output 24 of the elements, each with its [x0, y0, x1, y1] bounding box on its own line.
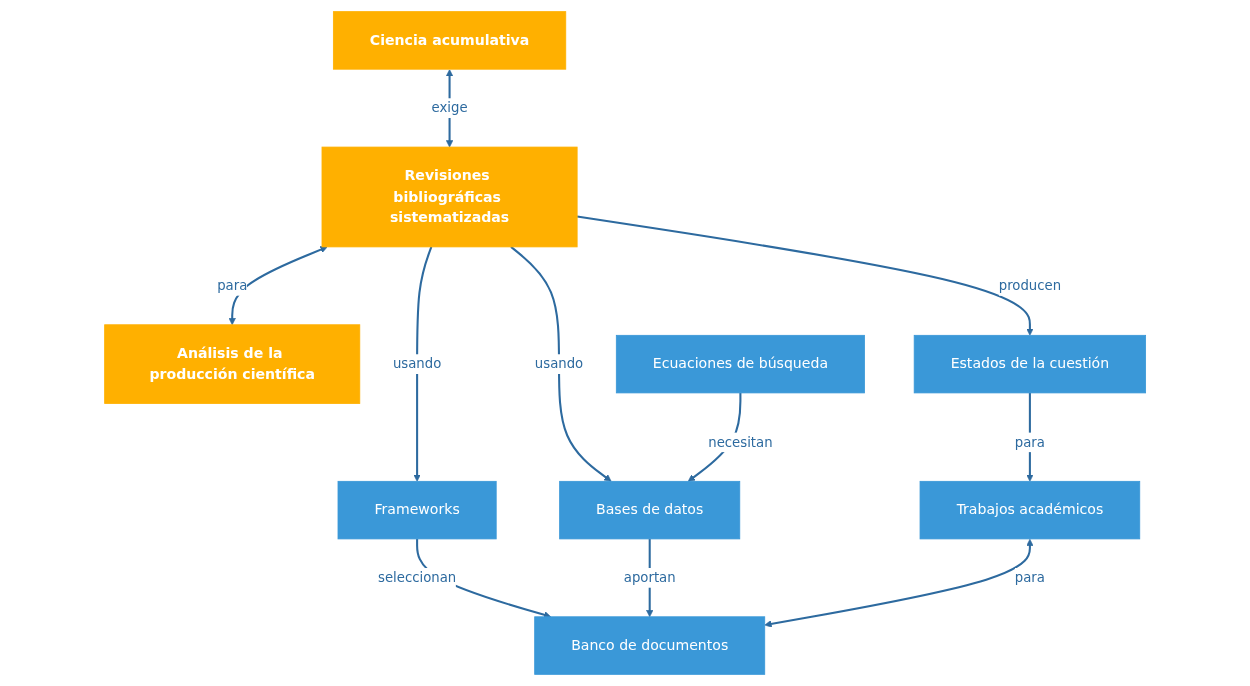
node-box: Trabajos académicos	[919, 480, 1141, 540]
edge-label: para	[1014, 569, 1045, 586]
node-box: Bases de datos	[559, 480, 741, 540]
edge-label: para	[217, 277, 248, 294]
edge-label: para	[1014, 434, 1045, 450]
arrow	[576, 215, 1034, 336]
node-box: Ciencia acumulativa	[332, 11, 567, 70]
edge-label: producen	[998, 277, 1061, 294]
arrow	[413, 246, 433, 482]
edge-label: necesitan	[708, 434, 773, 450]
node-box: Frameworks	[337, 480, 497, 540]
edge-label: seleccionan	[377, 569, 457, 586]
arrow	[510, 246, 612, 482]
edge-label: exige	[431, 99, 468, 116]
node-box: Estados de la cuestión	[913, 334, 1146, 394]
edge-label: usando	[392, 355, 442, 372]
node-box: Análisis de la producción científica	[104, 324, 361, 404]
node-box: Ecuaciones de búsqueda	[615, 334, 865, 394]
node-box: Revisiones bibliográficas sistematizadas	[321, 146, 578, 248]
edge-label: aportan	[623, 569, 676, 586]
node-box: Banco de documentos	[534, 616, 765, 675]
arrow	[764, 538, 1034, 628]
arrow	[228, 246, 328, 326]
edge-label: usando	[534, 355, 584, 372]
